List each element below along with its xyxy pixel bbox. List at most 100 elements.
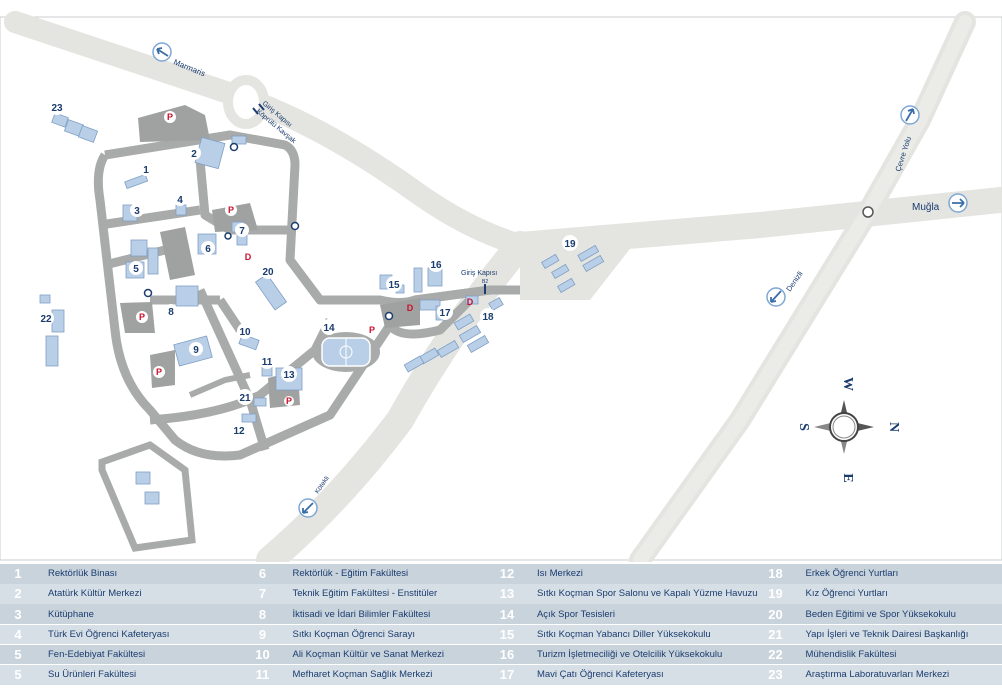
building-label-3: 3: [130, 203, 144, 217]
building-label-14: 14: [321, 319, 337, 335]
legend-number: 21: [768, 626, 783, 642]
roundabout: [223, 75, 269, 129]
road-nodes: [143, 142, 874, 321]
legend-number: 17: [499, 667, 515, 683]
svg-text:3: 3: [134, 206, 140, 217]
mugla-arrow-icon: [948, 193, 968, 213]
svg-text:P: P: [167, 112, 173, 122]
gate-secondary-label: Giriş Kapısı: [461, 270, 497, 277]
building-label-22: 22: [38, 310, 54, 326]
legend-number: 16: [499, 647, 515, 663]
legend-number: 18: [768, 566, 783, 582]
building-label-10: 10: [237, 323, 253, 339]
svg-text:19: 19: [564, 239, 576, 250]
legend-number: 15: [499, 626, 515, 642]
d-marker: D: [245, 252, 252, 262]
building-label-19: 19: [562, 235, 578, 251]
legend-number: 23: [768, 667, 783, 683]
svg-text:P: P: [228, 205, 234, 215]
svg-text:23: 23: [51, 103, 63, 114]
legend-label: Erkek Öğrenci Yurtları: [805, 568, 899, 580]
legend-number: 12: [499, 566, 515, 582]
legend-label: Sıtkı Koçman Spor Salonu ve Kapalı Yüzme…: [536, 588, 758, 600]
svg-text:D: D: [467, 297, 474, 307]
legend-row: 15 Sıtkı Koçman Yabancı Diller Yüksekokul…: [488, 624, 758, 645]
parking-markers: P P P P P P D D D: [136, 111, 474, 406]
denizli-arrow-icon: [766, 287, 786, 307]
building-label-23: 23: [49, 99, 65, 115]
parking-marker: P: [367, 325, 377, 335]
svg-text:17: 17: [439, 308, 451, 319]
legend-row: 17 Mavi Çatı Öğrenci Kafeteryası: [488, 664, 758, 685]
legend-number: 20: [768, 606, 783, 622]
svg-text:4: 4: [177, 195, 183, 206]
legend-label: Rektörlük - Eğitim Fakültesi: [292, 568, 409, 580]
svg-text:12: 12: [233, 426, 245, 437]
svg-text:7: 7: [239, 226, 245, 237]
legend-number: 6: [258, 566, 267, 582]
legend-row: 21 Yapı İşleri ve Teknik Dairesi Başkanlı…: [757, 624, 1002, 645]
campus-road-south-loop: [188, 372, 251, 398]
building-label-8: 8: [164, 304, 178, 318]
parking-marker: P: [136, 311, 148, 323]
building-label-5: 5: [129, 261, 143, 275]
svg-text:10: 10: [239, 327, 251, 338]
legend-label: Ali Koçman Kültür ve Sanat Merkezi: [292, 649, 445, 661]
legend-label: Sıtkı Koçman Yabancı Diller Yüksekokulu: [536, 628, 711, 640]
svg-text:P: P: [156, 367, 162, 377]
building-label-4: 4: [173, 192, 187, 206]
legend-label: Beden Eğitimi ve Spor Yüksekokulu: [805, 608, 956, 620]
compass-e: E: [840, 473, 855, 482]
legend-number: 22: [768, 647, 783, 663]
kotekli-arrow-icon: [298, 498, 318, 518]
legend-number: 9: [258, 626, 267, 642]
legend-label: Yapı İşleri ve Teknik Dairesi Başkanlığı: [805, 628, 969, 640]
building-label-7: 7: [235, 223, 249, 237]
legend-label: Mavi Çatı Öğrenci Kafeteryası: [536, 669, 664, 681]
svg-text:P: P: [369, 325, 375, 335]
legend-number: 11: [255, 667, 270, 683]
parking-marker: P: [225, 204, 237, 216]
svg-text:22: 22: [40, 314, 52, 325]
svg-text:D: D: [407, 303, 414, 313]
legend-label: Su Ürünleri Fakültesi: [48, 669, 137, 681]
building-label-20: 20: [260, 263, 276, 279]
campus-map: 1 2 3 4 5 6 7 8 9 10 11 12 13 14 15 16 1…: [0, 11, 1002, 562]
legend-number: 7: [258, 586, 267, 602]
legend-number: 3: [14, 606, 22, 622]
legend-number: 14: [499, 606, 515, 622]
svg-text:20: 20: [262, 267, 274, 278]
legend-number: 8: [258, 606, 267, 622]
legend-label: Mefharet Koçman Sağlık Merkezi: [292, 669, 433, 681]
legend-row: 20 Beden Eğitimi ve Spor Yüksekokulu: [757, 604, 1002, 624]
compass-s: S: [796, 423, 811, 431]
parking-marker: P: [284, 396, 294, 406]
legend-label: İktisadi ve İdari Bilimler Fakültesi: [292, 608, 431, 620]
gate-secondary-sub: B2: [482, 279, 488, 285]
cevre-yolu-arrow-icon: [900, 105, 920, 125]
sports-field: [312, 332, 380, 372]
legend-label: Kütüphane: [48, 608, 94, 620]
building-label-2: 2: [187, 146, 201, 160]
legend-label: Mühendislik Fakültesi: [805, 649, 897, 661]
svg-text:9: 9: [193, 345, 199, 356]
svg-text:8: 8: [168, 307, 174, 318]
road-label-mugla: Muğla: [912, 202, 940, 213]
legend-number: 19: [768, 586, 783, 602]
building-numbers: 1 2 3 4 5 6 7 8 9 10 11 12 13 14 15 16 1…: [38, 99, 578, 438]
building-label-16: 16: [428, 256, 444, 272]
legend-row: 10 Ali Koçman Kültür ve Sanat Merkezi: [244, 644, 489, 665]
legend-number: 10: [255, 647, 270, 663]
building-label-13: 13: [281, 366, 297, 382]
legend-label: Atatürk Kültür Merkezi: [48, 588, 142, 600]
